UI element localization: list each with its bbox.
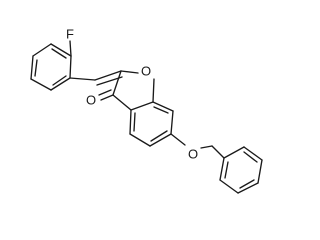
benzo-ring	[129, 101, 174, 147]
aromatic-double-bond	[133, 112, 136, 132]
bond	[69, 55, 72, 79]
aromatic-double-bond	[34, 59, 38, 77]
bond	[69, 77, 96, 81]
furanone-ring	[112, 70, 155, 111]
bond	[130, 101, 154, 111]
ether-oxygen-label: O	[188, 147, 198, 162]
bond	[170, 133, 186, 146]
exocyclic-double-bond	[94, 70, 122, 81]
bond	[30, 78, 52, 91]
aromatic-double-bond	[51, 48, 67, 59]
bond	[30, 55, 34, 80]
bond	[112, 94, 132, 111]
ring-oxygen-label: O	[141, 64, 151, 79]
carbonyl-double-bond	[100, 94, 114, 101]
bond	[170, 110, 174, 135]
bond	[219, 179, 239, 194]
bond	[50, 43, 72, 57]
bond	[219, 157, 225, 181]
aromatic-double-bond	[52, 75, 67, 86]
carbonyl-oxygen-label: O	[86, 93, 96, 108]
bond	[149, 133, 172, 147]
bond	[152, 78, 155, 103]
aromatic-double-bond	[224, 161, 229, 179]
bond	[120, 70, 139, 74]
aromatic-double-bond	[150, 130, 168, 142]
aromatic-double-bond	[243, 151, 258, 163]
bond	[211, 145, 225, 159]
bond	[50, 77, 71, 91]
bond	[129, 133, 151, 147]
bond	[237, 182, 259, 194]
aromatic-double-bond	[239, 179, 255, 189]
fluorophenyl-ring	[30, 43, 72, 91]
bond	[69, 40, 72, 57]
bond	[200, 145, 213, 149]
molecule-diagram: F O O	[30, 26, 263, 194]
bond	[223, 146, 245, 159]
fluorine-atom-label: F	[66, 27, 74, 42]
phenyl-ring	[219, 146, 263, 194]
aromatic-double-bond	[153, 106, 169, 114]
bond	[257, 159, 263, 184]
bond	[112, 70, 122, 96]
bond	[152, 101, 174, 112]
carbonyl-double-bond	[98, 89, 112, 96]
chemical-structure: F O O	[30, 27, 263, 194]
exocyclic-double-bond	[96, 76, 123, 86]
bond	[32, 43, 52, 57]
bond	[129, 109, 132, 135]
bond	[243, 146, 263, 161]
